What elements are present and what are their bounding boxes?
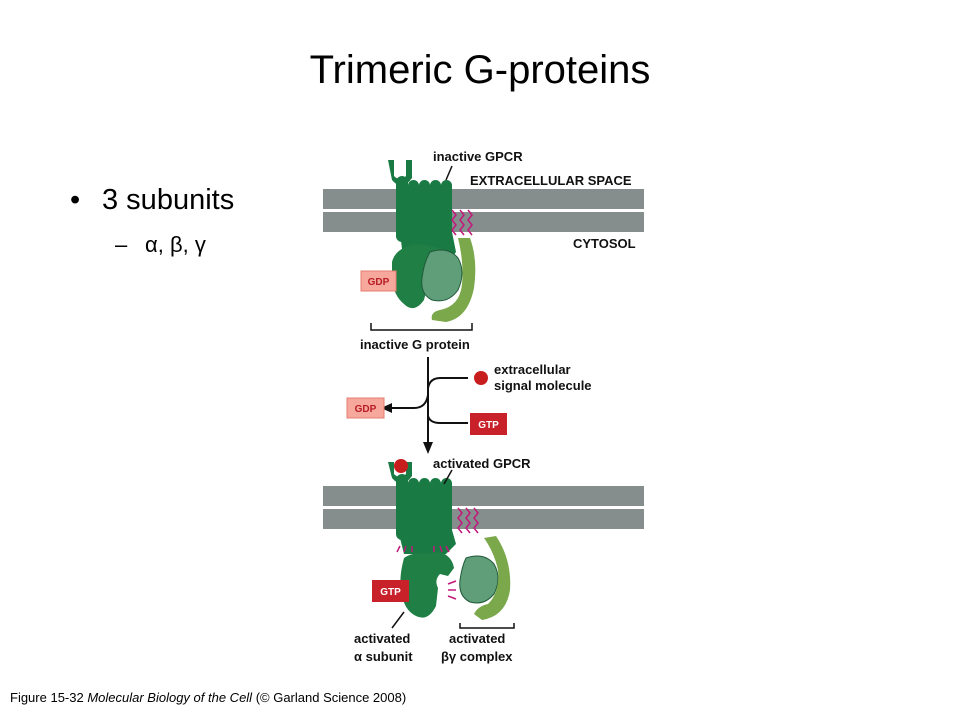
membrane-bottom xyxy=(323,486,644,529)
label-extracellular-space: EXTRACELLULAR SPACE xyxy=(470,173,632,188)
membrane-top xyxy=(323,189,644,232)
arrowheads xyxy=(381,403,433,454)
gtp-tag-incoming: GTP xyxy=(470,413,507,435)
signal-molecule xyxy=(474,371,488,385)
caption-prefix: Figure 15-32 xyxy=(10,690,88,705)
label-signal-line1: extracellular xyxy=(494,362,571,377)
caption-book: Molecular Biology of the Cell xyxy=(87,690,253,705)
gtp-tag-bound: GTP xyxy=(372,580,409,602)
bullet-text: 3 subunits xyxy=(102,184,235,216)
label-activated-bg-1: activated xyxy=(449,631,505,646)
bullet-dot: • xyxy=(70,184,81,216)
svg-text:GDP: GDP xyxy=(368,277,390,288)
subbullet-text: α, β, γ xyxy=(145,232,206,257)
label-activated-bg-2: βγ complex xyxy=(441,649,513,664)
svg-text:GTP: GTP xyxy=(380,587,401,598)
anchor-squiggles-bottom xyxy=(457,507,479,534)
subbullet-dash: – xyxy=(115,232,128,257)
anchor-squiggles-top xyxy=(451,209,473,236)
signal-bound xyxy=(394,459,408,473)
gdp-tag-released: GDP xyxy=(346,397,385,419)
slide-title: Trimeric G-proteins xyxy=(309,48,651,92)
alpha-release-marks xyxy=(396,545,457,600)
label-cytosol: CYTOSOL xyxy=(573,236,636,251)
label-inactive-gpcr: inactive GPCR xyxy=(433,149,523,164)
alpha-subunit-activated xyxy=(400,552,454,618)
beta-gamma-activated xyxy=(459,536,511,620)
reaction-arrows xyxy=(392,357,468,444)
g-protein-inactive xyxy=(392,238,476,322)
label-signal-line2: signal molecule xyxy=(494,378,592,393)
caption-suffix: (© Garland Science 2008) xyxy=(252,690,407,705)
svg-text:GDP: GDP xyxy=(355,404,377,415)
label-activated-alpha-2: α subunit xyxy=(354,649,413,664)
label-inactive-g-protein: inactive G protein xyxy=(360,337,470,352)
svg-text:GTP: GTP xyxy=(478,420,499,431)
label-activated-gpcr: activated GPCR xyxy=(433,456,531,471)
subbullet-item: –α, β, γ xyxy=(115,232,206,258)
bracket-activated-bg xyxy=(459,623,515,629)
figure-caption: Figure 15-32 Molecular Biology of the Ce… xyxy=(10,690,406,705)
label-activated-alpha-1: activated xyxy=(354,631,410,646)
bullet-item: • 3 subunits xyxy=(70,184,234,217)
gdp-tag-top: GDP xyxy=(360,270,397,292)
receptor-activated xyxy=(388,462,456,554)
bracket-inactive xyxy=(370,323,473,331)
